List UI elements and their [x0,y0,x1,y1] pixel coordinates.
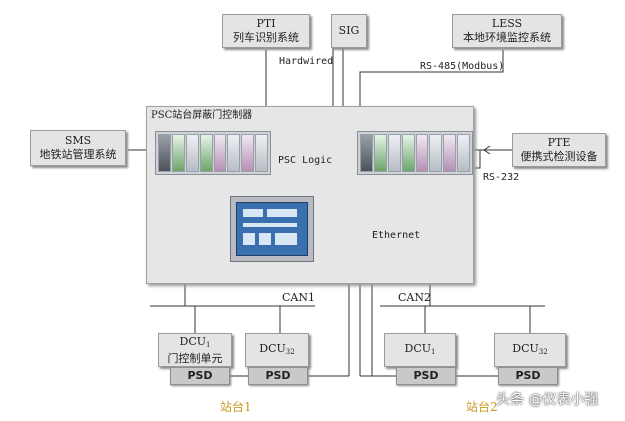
sms-system-box: SMS 地铁站管理系统 [30,130,126,166]
plc-left [155,131,271,175]
hardwired-label: Hardwired [279,56,334,67]
sms-name: 地铁站管理系统 [39,148,117,161]
less-system-box: LESS 本地环境监控系统 [452,14,562,48]
dcu-sub: 1 [206,341,211,349]
hmi-panel [230,196,314,262]
rs485-label: RS-485(Modbus) [420,61,505,72]
watermark: 头条 @仪表小强 [496,392,599,408]
ethernet-label: Ethernet [372,230,421,241]
dcu-sub: 32 [538,347,548,356]
dcu-right-32: DCU32 [494,333,566,367]
sms-code: SMS [64,134,92,147]
dcu-right-1: DCU1 [384,333,456,367]
pte-system-box: PTE 便携式检测设备 [512,133,606,167]
psd-left-1: PSD [170,367,230,385]
psd-left-32: PSD [248,367,308,385]
hmi-screen [236,202,308,256]
sig-code: SIG [338,24,360,37]
less-name: 本地环境监控系统 [463,31,551,44]
dcu-code: DCU [259,341,286,355]
pte-name: 便携式检测设备 [520,150,598,163]
dcu-left-32: DCU32 [245,333,309,367]
dcu-left-1: DCU1 门控制单元 [158,333,232,367]
dcu-sub: 1 [431,347,436,356]
cabinet-title: PSC站台屏蔽门控制器 [151,110,253,121]
dcu-name: 门控制单元 [167,352,223,365]
can2-label: CAN2 [398,291,431,304]
psd-right-32: PSD [498,367,558,385]
pti-code: PTI [256,17,276,30]
plc-right [357,131,473,175]
dcu-sub: 32 [285,347,295,356]
dcu-code: DCU [512,341,539,355]
sig-system-box: SIG [331,14,367,48]
pti-name: 列车识别系统 [233,31,299,44]
psd-right-1: PSD [396,367,456,385]
psc-logic-label: PSC Logic [278,155,333,166]
pte-code: PTE [547,136,571,149]
less-code: LESS [491,17,523,30]
station-1-label: 站台1 [220,400,252,414]
dcu-code: DCU [179,335,207,348]
rs232-label: RS-232 [483,172,520,183]
dcu-code: DCU [404,341,432,355]
can1-label: CAN1 [282,291,315,304]
pti-system-box: PTI 列车识别系统 [222,14,310,48]
station-2-label: 站台2 [466,400,498,414]
